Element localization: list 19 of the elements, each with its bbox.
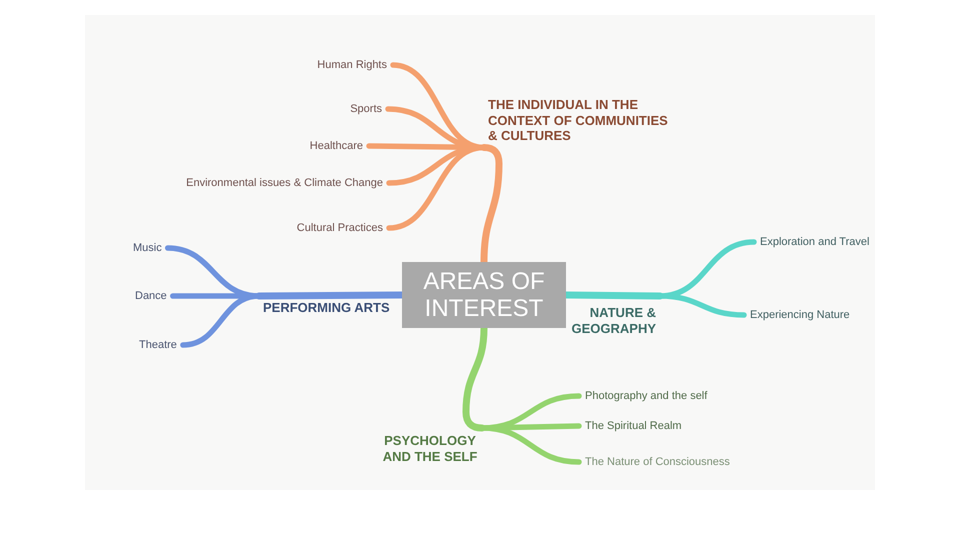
subtopic-label: Human Rights	[317, 58, 387, 72]
subtopic-label: Exploration and Travel	[760, 235, 870, 249]
branch-label: THE INDIVIDUAL IN THE CONTEXT OF COMMUNITIES & CULTURES	[488, 97, 674, 144]
subtopic-label: Environmental issues & Climate Change	[186, 176, 383, 190]
branch-label: PERFORMING ARTS	[263, 300, 390, 316]
subtopic-label: Photography and the self	[585, 389, 708, 403]
subtopic-label: Music	[133, 241, 162, 255]
subtopic-label: Experiencing Nature	[750, 308, 850, 322]
branch-label: NATURE & GEOGRAPHY	[566, 305, 656, 336]
subtopic-label: Dance	[135, 289, 167, 303]
subtopic-label: Sports	[350, 102, 382, 116]
subtopic-label: Theatre	[139, 338, 177, 352]
subtopic-label: Healthcare	[310, 139, 363, 153]
subtopic-label: Cultural Practices	[296, 221, 383, 235]
topic-box	[402, 262, 566, 328]
subtopic-label: The Nature of Consciousness	[585, 455, 730, 469]
branch-label: PSYCHOLOGY AND THE SELF	[378, 433, 482, 464]
subtopic-label: The Spiritual Realm	[585, 419, 682, 433]
topic-title: AREAS OF INTEREST	[422, 268, 546, 322]
